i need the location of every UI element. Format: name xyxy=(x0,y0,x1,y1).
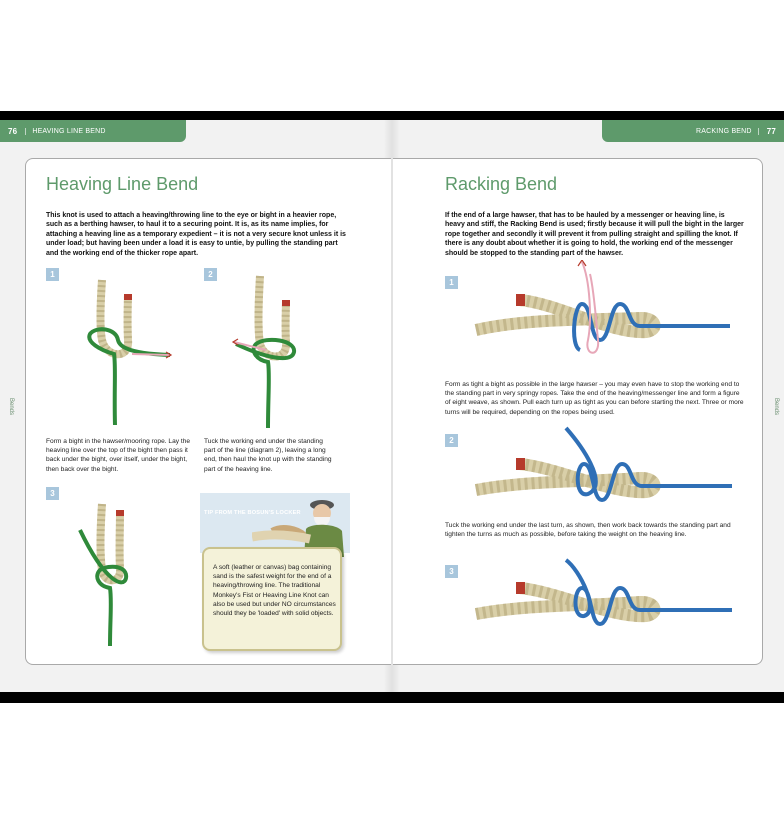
racking-bend-diagram-2 xyxy=(474,426,732,503)
racking-bend-diagram-3 xyxy=(474,558,732,627)
right-side-label: Bends xyxy=(773,398,779,416)
heaving-bend-diagram-3 xyxy=(78,503,129,647)
tip-text: A soft (leather or canvas) bag containin… xyxy=(213,564,336,618)
right-intro-text: If the end of a large hawser, that has t… xyxy=(445,212,744,257)
left-intro-text: This knot is used to attach a heaving/th… xyxy=(46,212,346,257)
top-black-border xyxy=(0,111,784,120)
left-page-title: Heaving Line Bend xyxy=(46,174,199,194)
left-side-label: Bends xyxy=(8,398,14,416)
right-step-3-badge: 3 xyxy=(445,565,458,578)
bottom-black-border xyxy=(0,692,784,703)
right-page-number: 77 xyxy=(766,126,776,136)
left-section-label: HEAVING LINE BEND xyxy=(25,127,111,135)
left-page-header: 76 HEAVING LINE BEND xyxy=(0,120,186,142)
left-step-1-caption: Form a bight in the hawser/mooring rope.… xyxy=(46,438,191,473)
tip-note-card: A soft (leather or canvas) bag containin… xyxy=(202,547,342,651)
left-step-1-badge: 1 xyxy=(46,268,59,281)
heaving-bend-diagram-1 xyxy=(87,279,173,426)
right-page-panel xyxy=(393,158,763,665)
left-step-3-badge: 3 xyxy=(46,487,59,500)
racking-bend-diagram-1 xyxy=(474,260,730,354)
tip-heading: TIP FROM THE BOSUN'S LOCKER xyxy=(204,510,301,516)
right-step-2-caption: Tuck the working end under the last turn… xyxy=(445,522,731,539)
right-step-1-caption: Form as tight a bight as possible in the… xyxy=(445,381,744,416)
right-page-header: RACKING BEND 77 xyxy=(602,120,784,142)
left-page-number: 76 xyxy=(8,126,18,136)
heaving-bend-diagram-2 xyxy=(231,275,296,429)
left-step-2-badge: 2 xyxy=(204,268,217,281)
right-page-title: Racking Bend xyxy=(445,174,558,194)
bosun-tip-box: TIP FROM THE BOSUN'S LOCKER A soft (leat… xyxy=(200,493,350,657)
right-step-1-badge: 1 xyxy=(445,276,458,289)
right-section-label: RACKING BEND xyxy=(690,127,759,135)
right-step-2-badge: 2 xyxy=(445,434,458,447)
left-step-2-caption: Tuck the working end under the standing … xyxy=(204,438,332,473)
